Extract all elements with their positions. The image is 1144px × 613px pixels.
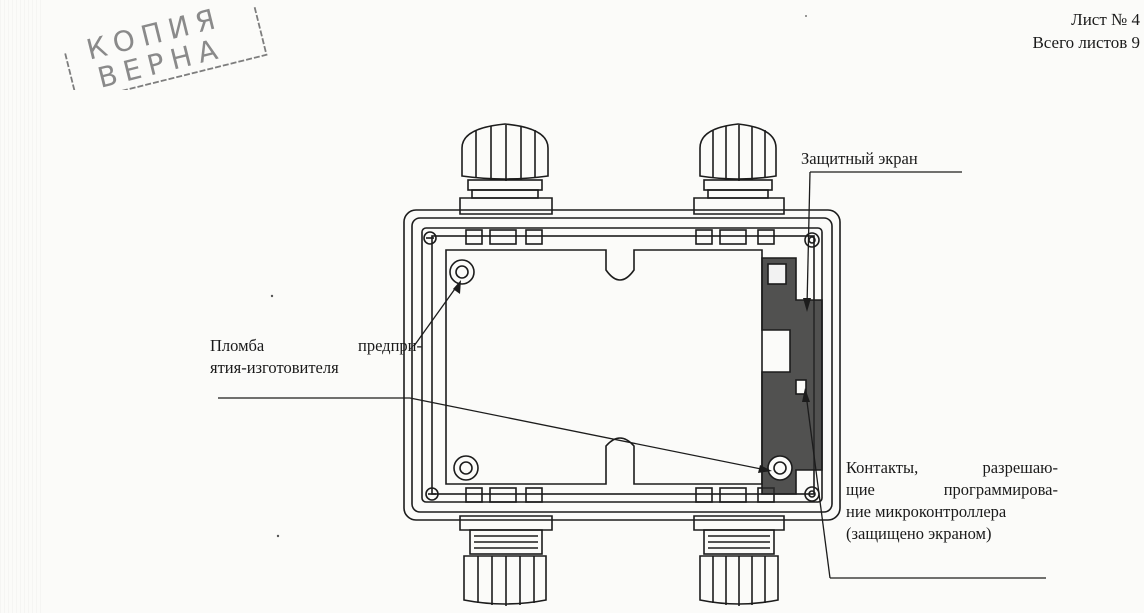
seal-hole-top-left — [449, 259, 475, 285]
label-seal-line-1: Пломба предпри- — [210, 335, 422, 357]
sheet-header: Лист № 4 Всего листов 9 — [1032, 8, 1140, 54]
callout-line-seal — [218, 280, 772, 473]
protective-screen — [761, 257, 823, 495]
label-protective-screen: Защитный экран — [801, 149, 918, 168]
callout-line-screen — [803, 171, 962, 312]
callout-line-contacts — [802, 388, 1046, 579]
label-seal-line-2: ятия-изготовителя — [210, 358, 339, 377]
copy-verified-stamp: КОПИЯ ВЕРНА — [64, 1, 268, 90]
corner-screw-top-right — [804, 232, 820, 248]
sheet-total: Всего листов 9 — [1032, 33, 1140, 52]
terminal-strip-top — [465, 229, 775, 245]
cable-gland-top-left — [459, 123, 553, 215]
seal-hole-bottom-right — [767, 455, 793, 481]
label-contacts-word-3: щие — [846, 480, 875, 499]
cable-gland-bottom-left — [459, 515, 553, 606]
circuit-board — [445, 249, 763, 485]
label-contacts-word-1: Контакты, — [846, 458, 919, 477]
label-contacts-word-2: разрешаю- — [982, 458, 1058, 477]
label-seal-word-2: предпри- — [358, 336, 422, 355]
label-seal-word-1: Пломба — [210, 336, 265, 355]
label-contacts-line-3: ние микроконтроллера — [846, 502, 1007, 521]
cable-gland-top-right — [693, 123, 785, 215]
enclosure-outer-wall — [403, 209, 841, 521]
label-contacts-line-2: щие программирова- — [846, 479, 1058, 501]
corner-screw-bottom-left — [425, 487, 439, 501]
label-programming-contacts: Контакты, разрешаю- щие программирова- н… — [846, 457, 1058, 545]
terminal-strip-bottom — [465, 487, 775, 503]
scan-noise — [0, 0, 42, 613]
programming-contacts — [795, 379, 807, 395]
label-contacts-word-4: программирова- — [943, 480, 1058, 499]
cable-gland-bottom-right — [693, 515, 785, 606]
label-contacts-line-4: (защищено экраном) — [846, 524, 992, 543]
label-contacts-line-1: Контакты, разрешаю- — [846, 457, 1058, 479]
label-manufacturer-seal: Пломба предпри- ятия-изготовителя — [210, 335, 422, 379]
corner-screw-top-left — [423, 231, 437, 245]
sheet-number: Лист № 4 — [1071, 10, 1140, 29]
seal-hole-bottom-left — [453, 455, 479, 481]
enclosure-inner-wall — [411, 217, 833, 513]
